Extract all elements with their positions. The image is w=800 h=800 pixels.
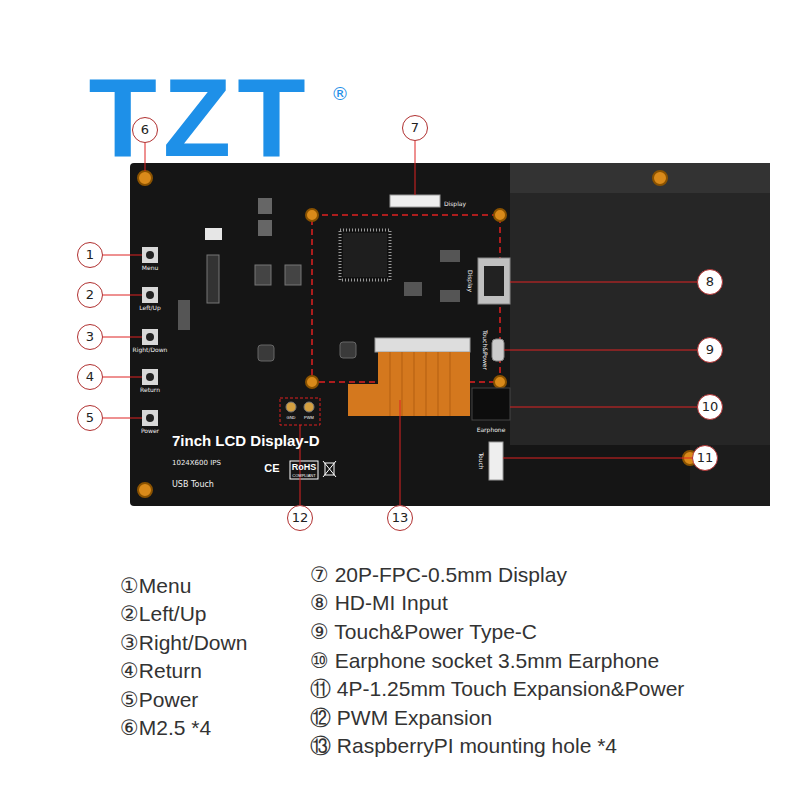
gnd-pad [286, 402, 296, 412]
weee-symbol [323, 461, 336, 477]
ribbon-connector [375, 338, 470, 352]
silk-label: Return [140, 387, 160, 393]
callout-number: 7 [402, 115, 428, 141]
key-item: ⑤Power [120, 689, 198, 710]
pcb-board [130, 163, 770, 506]
callout-number: 4 [77, 364, 103, 390]
touch-connector [489, 442, 503, 480]
silk-label: Right/Down [133, 347, 168, 353]
silk-label: Menu [142, 265, 158, 271]
key-item: ⑫ PWM Expansion [310, 707, 492, 728]
silk-label: Display [444, 201, 466, 207]
callout-number: 6 [132, 117, 158, 143]
silk-label: Power [141, 428, 159, 434]
flex-cable [378, 352, 470, 386]
registered-mark: ® [331, 85, 349, 103]
callout-number: 10 [697, 394, 723, 420]
chip-body [343, 233, 387, 277]
flex-traces [390, 352, 450, 416]
callout-number: 12 [287, 505, 313, 531]
key-item: ⑧ HD-MI Input [310, 592, 448, 613]
silk-label: Left/Up [139, 305, 161, 311]
callout-number: 8 [697, 269, 723, 295]
callout-number: 13 [387, 505, 413, 531]
callout-number: 11 [692, 445, 718, 471]
silk-label: Touch&Power [482, 330, 488, 370]
key-item: ⑪ 4P-1.25mm Touch Expansion&Power [310, 678, 684, 699]
silk-label: Earphone [477, 427, 506, 433]
key-item: ①Menu [120, 575, 191, 596]
key-item: ③Right/Down [120, 632, 247, 653]
callout-number: 5 [77, 405, 103, 431]
silk-label: 1024X600 IPS [172, 460, 221, 467]
callout-number: 9 [697, 337, 723, 363]
audio-jack [472, 388, 510, 420]
main-chip [340, 230, 390, 280]
brand-logo: TZT [88, 62, 311, 174]
pwm-outline [280, 398, 320, 425]
leader-lines [103, 141, 697, 505]
pwm-pad [304, 402, 314, 412]
rohs-mark: RoHS [292, 463, 317, 472]
product-name: 7inch LCD Display-D [172, 433, 320, 448]
key-item: ⑥M2.5 *4 [120, 717, 211, 738]
silk-label: Touch [478, 452, 484, 469]
hdmi-opening [484, 266, 504, 296]
smd-parts [178, 198, 460, 361]
key-item: ②Left/Up [120, 603, 207, 624]
pad-label: GND [287, 416, 296, 420]
silk-label: USB Touch [172, 481, 214, 489]
key-item: ⑬ RaspberryPI mounting hole *4 [310, 735, 617, 756]
callout-number: 2 [77, 282, 103, 308]
usb-c-port [492, 339, 504, 361]
key-item: ④Return [120, 660, 202, 681]
rohs-frame [290, 461, 318, 479]
push-buttons [142, 247, 158, 426]
key-item: ⑦ 20P-FPC-0.5mm Display [310, 564, 567, 585]
panel-strip [510, 163, 770, 193]
pi-holes [306, 209, 506, 388]
panel-backing [510, 193, 770, 445]
silk-label: Display [467, 270, 473, 292]
callout-number: 3 [77, 324, 103, 350]
hdmi-port [478, 258, 510, 304]
mounting-holes [138, 171, 697, 497]
rohs-sub: COMPLIANT [292, 474, 315, 478]
key-item: ⑨ Touch&Power Type-C [310, 621, 537, 642]
pad-label: PWM [304, 416, 314, 420]
key-item: ⑩ Earphone socket 3.5mm Earphone [310, 650, 659, 671]
fpc-connector [390, 195, 440, 207]
flex-cable-lower [348, 384, 470, 416]
panel-corner [690, 445, 770, 506]
callout-number: 1 [77, 242, 103, 268]
ce-mark: CE [264, 463, 279, 474]
